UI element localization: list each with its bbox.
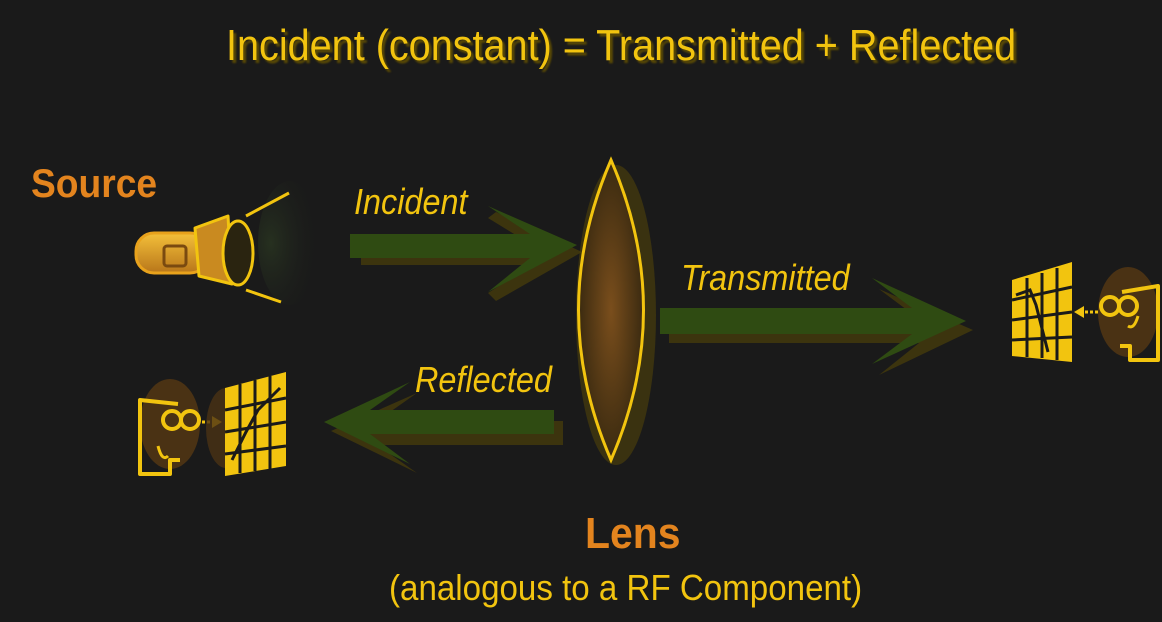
source-label: Source xyxy=(31,162,158,206)
lens-subtitle: (analogous to a RF Component) xyxy=(389,567,863,608)
incident-arrow xyxy=(350,206,582,301)
diagram-title: Incident (constant) = Transmitted + Refl… xyxy=(226,21,1017,70)
arrow-icon xyxy=(1074,306,1098,318)
transmitted-arrow xyxy=(660,278,973,375)
graph-panel-icon xyxy=(1011,262,1073,362)
lens-label: Lens xyxy=(585,509,681,558)
observer-icon xyxy=(1098,267,1160,362)
reflected-arrow xyxy=(324,382,563,473)
observer-icon xyxy=(138,379,201,476)
transmitted-label: Transmitted xyxy=(681,257,850,298)
graph-panel-icon xyxy=(206,372,287,476)
reflected-label: Reflected xyxy=(415,359,552,400)
flashlight-icon xyxy=(134,181,322,305)
lens-icon xyxy=(576,156,656,465)
incident-label: Incident xyxy=(354,181,468,222)
